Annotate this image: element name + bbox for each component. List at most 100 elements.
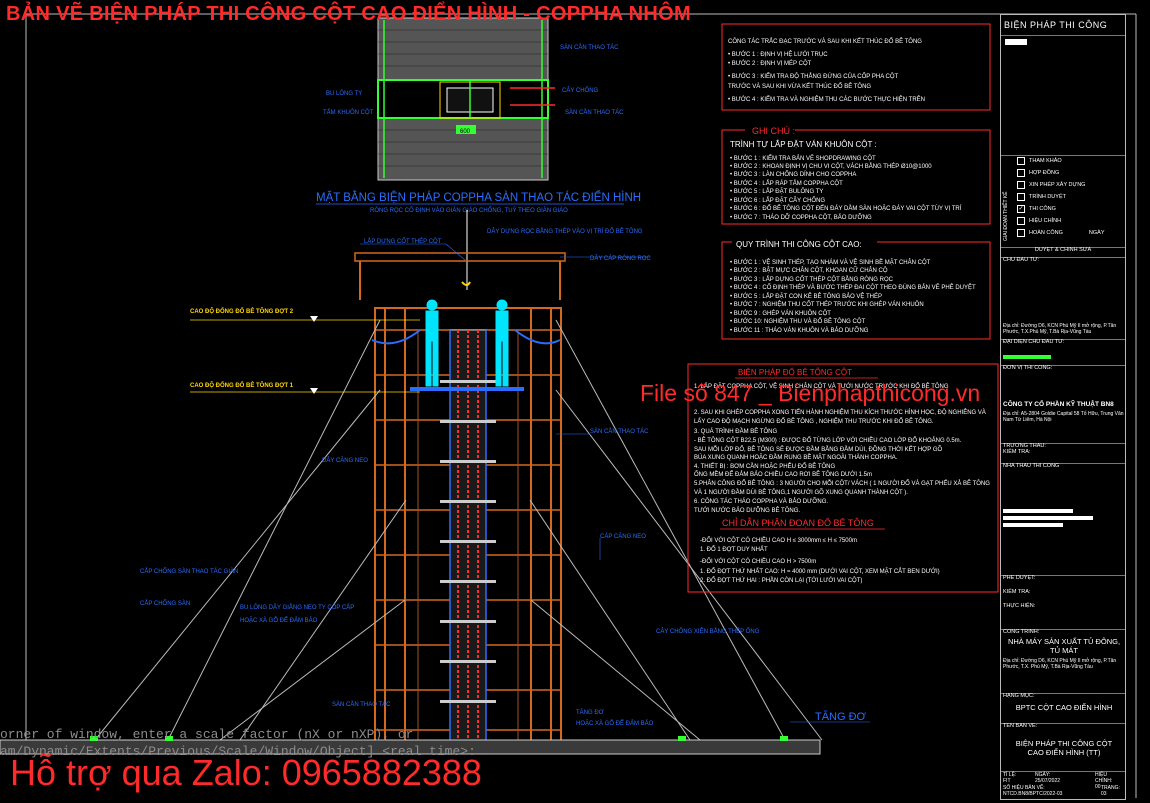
check-label: HOÀN CÔNG (1029, 230, 1063, 236)
checkbox[interactable] (1017, 181, 1025, 189)
hang-muc-section: HẠNG MỤC: BPTC CỘT CAO ĐIỂN HÌNH (1001, 693, 1125, 724)
plan-label-4: SÀN CẦN THAO TÁC (565, 109, 624, 116)
box1-line-4: TRƯỚC VÀ SAU KHI VỪA KẾT THÚC ĐỔ BÊ TÔNG (728, 82, 871, 90)
check-hieu-chinh[interactable]: HIỆU CHỈNH (1017, 215, 1105, 227)
checkbox-checked[interactable]: ✓ (1017, 205, 1025, 213)
drawing-name-section: TÊN BẢN VẼ: BIỆN PHÁP THI CÔNG CỘT CAO Đ… (1001, 723, 1125, 772)
checkbox[interactable] (1017, 169, 1025, 177)
box2-line-0: • BƯỚC 1 : KIỂM TRA BẢN VẼ SHOPDRAWING C… (730, 155, 876, 162)
owner-address: Địa chỉ: Đường D6, KCN Phú Mỹ II mở rộng… (1003, 323, 1117, 335)
box4-line-9: 5.PHÂN CÔNG ĐỔ BÊ TÔNG : 3 NGƯỜI CHO MỖI… (694, 479, 990, 487)
box1-line-2: • BƯỚC 2 : ĐỊNH VỊ MÉP CỘT (728, 60, 812, 67)
elev-label-right-4: SÀN CẦN THAO TÁC (590, 428, 649, 435)
elev-label-right-8: CÂY CHỐNG XIÊN BẰNG THÉP ỐNG (656, 627, 760, 635)
elev-label-left-3: CẮP CHỐNG SÀN THAO TÁC GIÀN (140, 567, 238, 575)
check-trinh-duyet[interactable]: TRÌNH DUYỆT (1017, 191, 1105, 203)
plan-label-0: SÀN CẦN THAO TÁC (560, 44, 619, 51)
box3-line-2: • BƯỚC 3 : LẮP DỰNG CỐT THÉP CỘT BẰNG RÒ… (730, 275, 894, 283)
check-hoan-cong[interactable]: HOÀN CÔNG NGÀY (1017, 227, 1105, 239)
elev-label-left-4: CẮP CHỐNG SÀN (140, 599, 190, 607)
design-stage-label: GIAI ĐOẠN THIẾT KẾ (1003, 191, 1009, 241)
support-contact: Hỗ trợ qua Zalo: 0965882388 (10, 752, 482, 793)
box4-line-8: ỐNG MỀM ĐỂ ĐẢM BẢO CHIỀU CAO RƠI BÊ TÔNG… (694, 470, 872, 478)
cong-trinh-label: CÔNG TRÌNH: (1003, 629, 1040, 635)
don-vi-label: ĐƠN VỊ THI CÔNG: (1003, 365, 1053, 371)
owner-section: CHỦ ĐẦU TƯ: Địa chỉ: Đường D6, KCN Phú M… (1001, 257, 1125, 340)
box3-line-6: • BƯỚC 9 : GHÉP VÁN KHUÔN CỘT (730, 310, 831, 317)
box2-line-6: • BƯỚC 6 : ĐỔ BÊ TÔNG CỘT ĐẾN ĐÁY DẦM SÀ… (730, 204, 962, 212)
elev-label-left-2: DÂY CĂNG NEO (322, 457, 368, 464)
design-stage-checklist: GIAI ĐOẠN THIẾT KẾ THAM KHẢO HỢP ĐỒNG XI… (1001, 155, 1125, 248)
hieu-chinh-label: HIỆU CHỈNH: (1095, 772, 1113, 784)
contractor-section: ĐƠN VỊ THI CÔNG: CÔNG TY CỔ PHẦN KỸ THUẬ… (1001, 365, 1125, 444)
check-thi-cong[interactable]: ✓THI CÔNG (1017, 203, 1105, 215)
box4-line-12: TƯỚI NƯỚC BẢO DƯỠNG BÊ TÔNG. (694, 506, 800, 514)
box1-line-1: • BƯỚC 1 : ĐỊNH VỊ HỆ LƯỚI TRỤC (728, 50, 828, 58)
command-line-1[interactable]: orner of window, enter a scale factor (n… (0, 727, 414, 742)
box3-line-7: • BƯỚC 10: NGHIỆM THU VÀ ĐỔ BÊ TÔNG CỘT (730, 317, 866, 325)
box4-line-6: BÚA XUNG QUANH HOẶC ĐẦM RUNG BỀ MẶT NGOÀ… (694, 454, 898, 461)
thuc-hien-label: THỰC HIỆN: (1003, 603, 1036, 609)
elev-label-right-2: DÂY DỰNG RỌC BẰNG THÉP VÀO VỊ TRÍ ĐỔ BÊ … (487, 227, 643, 235)
so-hieu-label: SỐ HIỆU BẢN VẼ: (1003, 785, 1045, 791)
tile-label: TỈ LỆ: (1003, 772, 1017, 778)
box3-line-8: • BƯỚC 11 : THÁO VÁN KHUÔN VÀ BẢO DƯỠNG (730, 327, 869, 334)
hieu-chinh-value: 00 (1095, 784, 1101, 790)
drawing-name: BIỆN PHÁP THI CÔNG CỘT CAO ĐIỂN HÌNH (TT… (1015, 739, 1113, 757)
box4-title: BIỆN PHÁP ĐỔ BÊ TÔNG CỘT (738, 368, 852, 377)
elev-label-right-3: LẮP DỰNG CỐT THÉP CỘT (364, 237, 442, 245)
box2-line-2: • BƯỚC 3 : LÀN CHỐNG DÍNH CHO COPPHA (730, 171, 856, 178)
checkbox[interactable] (1017, 229, 1025, 237)
checkbox[interactable] (1017, 157, 1025, 165)
trang-value: 03 (1101, 791, 1107, 797)
box2-line-4: • BƯỚC 5 : LẮP ĐẶT BULÔNG TY (730, 187, 823, 195)
elev-label-left-6: HOẶC XÀ GỖ ĐỂ ĐẢM BẢO (240, 617, 318, 624)
chu-dau-tu-label: CHỦ ĐẦU TƯ: (1003, 257, 1040, 263)
check-hop-dong[interactable]: HỢP ĐỒNG (1017, 167, 1105, 179)
check-xin-phep[interactable]: XIN PHÉP XÂY DỰNG (1017, 179, 1105, 191)
title-block: BIỆN PHÁP THI CÔNG GIAI ĐOẠN THIẾT KẾ TH… (1000, 14, 1126, 800)
checkbox[interactable] (1017, 193, 1025, 201)
checkbox[interactable] (1017, 217, 1025, 225)
box3-line-0: • BƯỚC 1 : VỆ SINH THÉP, TẠO NHÁM VÀ VỆ … (730, 258, 931, 266)
nha-thau-section: NHÀ THẦU THI CÔNG (1001, 463, 1125, 576)
box2-line-3: • BƯỚC 4 : LẮP RÁP TẤM COPPHA CỘT (730, 179, 843, 187)
check-label: XIN PHÉP XÂY DỰNG (1029, 182, 1086, 188)
approval-section: PHÊ DUYỆT: KIỂM TRA: THỰC HIỆN: (1001, 575, 1125, 630)
drawing-meta: TỈ LỆ:FIT NGÀY:25/07/2022 HIỆU CHỈNH:00 … (1001, 771, 1125, 799)
check-label: THAM KHẢO (1029, 158, 1062, 164)
box2-line-5: • BƯỚC 6 : LẮP ĐẶT CÂY CHỐNG (730, 196, 825, 204)
tang-do-label: TĂNG ĐƠ (815, 710, 867, 723)
box5-line-2: -ĐỐI VỚI CỘT CÓ CHIỀU CAO H > 7500m (700, 558, 816, 565)
title-block-logo-area (1001, 35, 1125, 156)
watermark: File số 847 _ Bienphapthicong.vn (640, 380, 981, 406)
plan-label-1: BU LÔNG TY (326, 90, 362, 97)
nha-thau-label: NHÀ THẦU THI CÔNG (1003, 463, 1060, 469)
box5-title: CHỈ DẪN PHÂN ĐOẠN ĐỔ BÊ TÔNG (722, 517, 874, 528)
redacted-bar (1003, 523, 1063, 527)
box5-line-0: -ĐỐI VỚI CỘT CÓ CHIỀU CAO H ≤ 3000mm ≤ H… (700, 537, 857, 544)
elev-label-right-5: TĂNG ĐƠ (576, 709, 604, 716)
ngay-label: NGÀY (1088, 230, 1105, 236)
box4-line-11: 6. CÔNG TÁC THÁO COPPHA VÀ BẢO DƯỠNG. (694, 498, 828, 505)
owner-rep: ĐẠI DIỆN CHỦ ĐẦU TƯ: (1001, 339, 1125, 366)
box3-line-3: • BƯỚC 4 : CỐ ĐỊNH THÉP VÀ BƯỚC THÉP ĐAI… (730, 283, 976, 291)
box2-head: GHI CHÚ : (752, 126, 795, 136)
box4-line-1: 2. SAU KHI GHÉP COPPHA XONG TIẾN HÀNH NG… (694, 408, 986, 416)
item-name: BPTC CỘT CAO ĐIỂN HÌNH (1015, 703, 1113, 712)
command-line-2[interactable]: am/Dynamic/Extents/Previous/Scale/Window… (0, 744, 476, 759)
plan-view (377, 17, 555, 181)
box1-line-3: • BƯỚC 3 : KIỂM TRA ĐỘ THẲNG ĐỨNG CỦA CỐ… (728, 73, 899, 80)
elev-label-left-5: BU LÔNG DÂY GIẰNG NEO TY CỐP CẤP (240, 603, 354, 611)
truong-section: TRƯỞNG THẦU: KIỂM TRA: (1001, 443, 1125, 464)
box2-line-1: • BƯỚC 2 : KHOAN ĐỊNH VỊ CHU VI CỘT, VÁC… (730, 162, 932, 170)
check-label: HỢP ĐỒNG (1029, 170, 1060, 176)
check-tham-khao[interactable]: THAM KHẢO (1017, 155, 1105, 167)
box4-line-10: VÀ 1 NGƯỜI ĐẦM DÙI BÊ TÔNG,1 NGƯỜI GÕ XU… (694, 488, 908, 496)
ngay-value: 25/07/2022 (1035, 778, 1061, 784)
box3-line-5: • BƯỚC 7 : NGHIỆM THU CỐT THÉP TRƯỚC KHI… (730, 300, 924, 308)
box4-line-2: LẤY CAO ĐỘ MẠCH NGỪNG ĐỔ BÊ TÔNG , NGHIỆ… (694, 417, 934, 425)
box1-line-5: • BƯỚC 4 : KIỂM TRA VÀ NGHIỆM THU CÁC BƯ… (728, 95, 925, 103)
page-title: BẢN VẼ BIỆN PHÁP THI CÔNG CỘT CAO ĐIỂN H… (6, 3, 691, 25)
